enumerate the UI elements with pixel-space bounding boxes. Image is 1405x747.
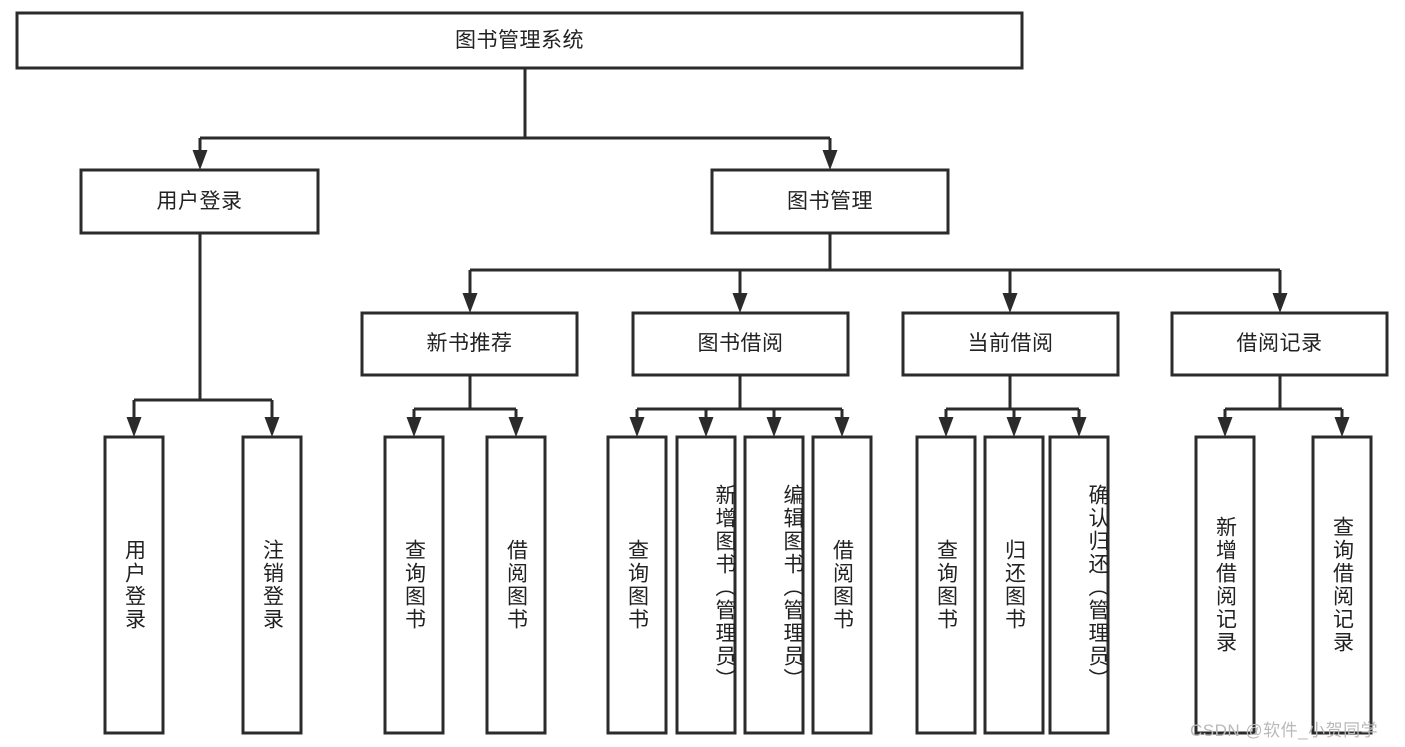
node-box-leaf-user-logout: [241, 435, 303, 735]
node-box-leaf-confirm-return: [1048, 435, 1110, 735]
csdn-watermark: CSDN @软件_小贺同学: [1190, 721, 1379, 740]
connector-arrow-head: [462, 293, 478, 313]
node-box-leaf-query-book-current: [915, 435, 977, 735]
connector-arrow-head: [822, 150, 838, 170]
connector-arrow-head: [1002, 293, 1018, 313]
node-box-leaf-borrow-book-rec: [485, 435, 547, 735]
connector-arrow-head: [732, 293, 748, 313]
node-box-user-login: [79, 168, 320, 235]
connector-arrow-head: [406, 417, 422, 437]
connector-arrow-head: [1006, 417, 1022, 437]
node-box-borrow-record: [1170, 311, 1389, 377]
connector-arrow-head: [698, 417, 714, 437]
node-box-leaf-user-login: [103, 435, 165, 735]
node-box-book-manage: [710, 168, 950, 235]
connector-arrow-head: [508, 417, 524, 437]
connector-layer: [126, 68, 1350, 437]
node-box-leaf-query-record: [1311, 435, 1373, 735]
connector-arrow-head: [192, 150, 208, 170]
node-box-leaf-query-book-borrow: [606, 435, 668, 735]
node-box-book-borrow: [631, 311, 850, 377]
connector-arrow-head: [1217, 417, 1233, 437]
node-box-root: [15, 11, 1024, 70]
node-box-leaf-borrow-book: [811, 435, 873, 735]
connector-arrow-head: [834, 417, 850, 437]
node-box-leaf-add-book: [675, 435, 737, 735]
connector-arrow-head: [1272, 293, 1288, 313]
box-layer: [15, 11, 1389, 735]
node-box-leaf-edit-book: [743, 435, 805, 735]
node-box-current-borrow: [901, 311, 1120, 377]
node-box-leaf-query-book-rec: [383, 435, 445, 735]
connector-arrow-head: [629, 417, 645, 437]
node-box-leaf-return-book: [983, 435, 1045, 735]
connector-arrow-head: [766, 417, 782, 437]
connector-arrow-head: [1334, 417, 1350, 437]
connector-arrow-head: [1071, 417, 1087, 437]
node-box-leaf-add-record: [1194, 435, 1256, 735]
connector-arrow-head: [938, 417, 954, 437]
connector-arrow-head: [126, 417, 142, 437]
connector-arrow-head: [264, 417, 280, 437]
node-box-new-book-recommend: [360, 311, 579, 377]
